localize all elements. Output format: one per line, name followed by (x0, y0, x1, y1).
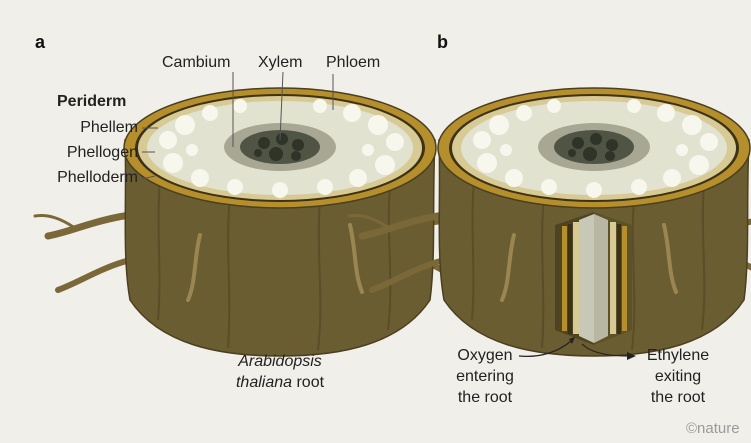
oxygen-arrowhead (569, 337, 575, 344)
panel-label-b: b (437, 32, 448, 52)
oxygen-line3: the root (457, 389, 513, 406)
label-phellogen: Phellogen (66, 144, 138, 161)
gas-arrows (518, 340, 629, 357)
species-caption-line2: thaliana root (205, 374, 355, 392)
ethylene-line2: exiting (654, 368, 702, 385)
nature-logo: ©nature (686, 420, 740, 437)
label-cambium: Cambium (162, 54, 231, 71)
label-phellem: Phellem (80, 119, 138, 136)
leader-lines (141, 71, 334, 180)
label-phloem: Phloem (326, 54, 381, 71)
ethylene-arrowhead (627, 352, 636, 360)
ethylene-line1: Ethylene (646, 347, 710, 364)
oxygen-line2: entering (456, 368, 514, 385)
cut-section (555, 212, 632, 345)
label-xylem: Xylem (258, 54, 303, 71)
label-periderm: Periderm (57, 93, 127, 110)
oxygen-line1: Oxygen (457, 347, 513, 364)
ethylene-line3: the root (650, 389, 706, 406)
species-genus: Arabidopsis (238, 353, 322, 370)
species-caption-line1: Arabidopsis (205, 353, 355, 371)
label-phelloderm: Phelloderm (57, 169, 138, 186)
species-epithet: thaliana (235, 374, 293, 391)
species-root-word: root (292, 374, 325, 391)
panel-label-a: a (35, 32, 46, 52)
